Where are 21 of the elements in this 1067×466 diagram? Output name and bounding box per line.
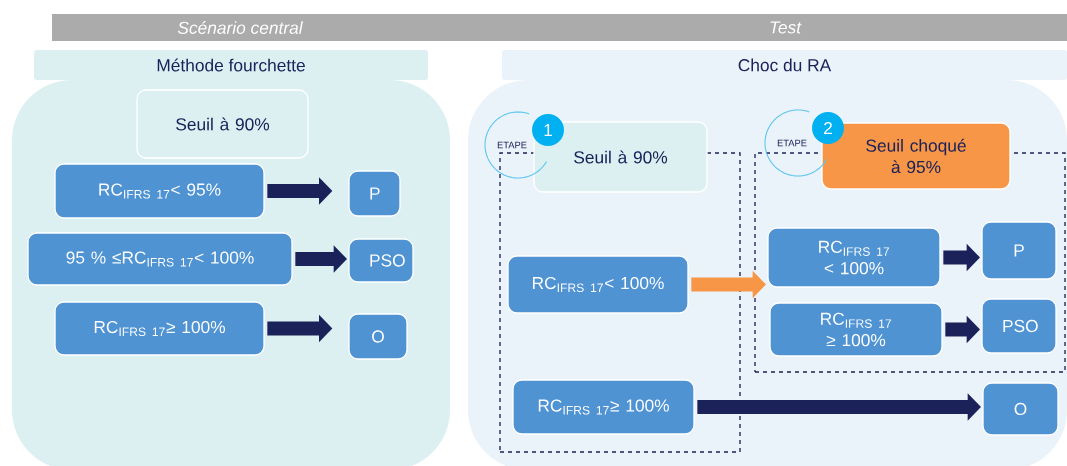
result-box: P — [981, 221, 1057, 280]
panel-heading: Choc du RA — [502, 50, 1067, 80]
condition-box: 95 % ≤RC$_{IFRS 17}$< 100% — [27, 232, 293, 286]
step-badge: 2 — [812, 112, 844, 144]
step-badge: 1 — [532, 114, 564, 146]
result-box: PSO — [981, 298, 1057, 354]
result-box: O — [348, 313, 408, 360]
condition-box: RC$_{IFRS 17}$< 95% — [54, 163, 265, 219]
result-box: O — [982, 382, 1059, 436]
panel-heading: Méthode fourchette — [34, 50, 428, 80]
condition-box: RC$_{IFRS 17}$ < 100% — [767, 227, 941, 288]
header-band: Scénario central Test — [52, 14, 1067, 41]
result-box: PSO — [348, 238, 414, 283]
condition-box: RC$_{IFRS 17}$≥ 100% — [512, 379, 695, 435]
condition-box: RC$_{IFRS 17}$< 100% — [507, 255, 689, 314]
result-box: P — [348, 170, 401, 217]
condition-box: RC$_{IFRS 17}$ ≥ 100% — [769, 302, 943, 357]
threshold-box: Seuil à 90% — [136, 89, 309, 159]
step-label: ETAPE — [496, 141, 528, 149]
condition-box: RC$_{IFRS 17}$≥ 100% — [54, 301, 265, 356]
step-label: ETAPE — [776, 139, 808, 147]
